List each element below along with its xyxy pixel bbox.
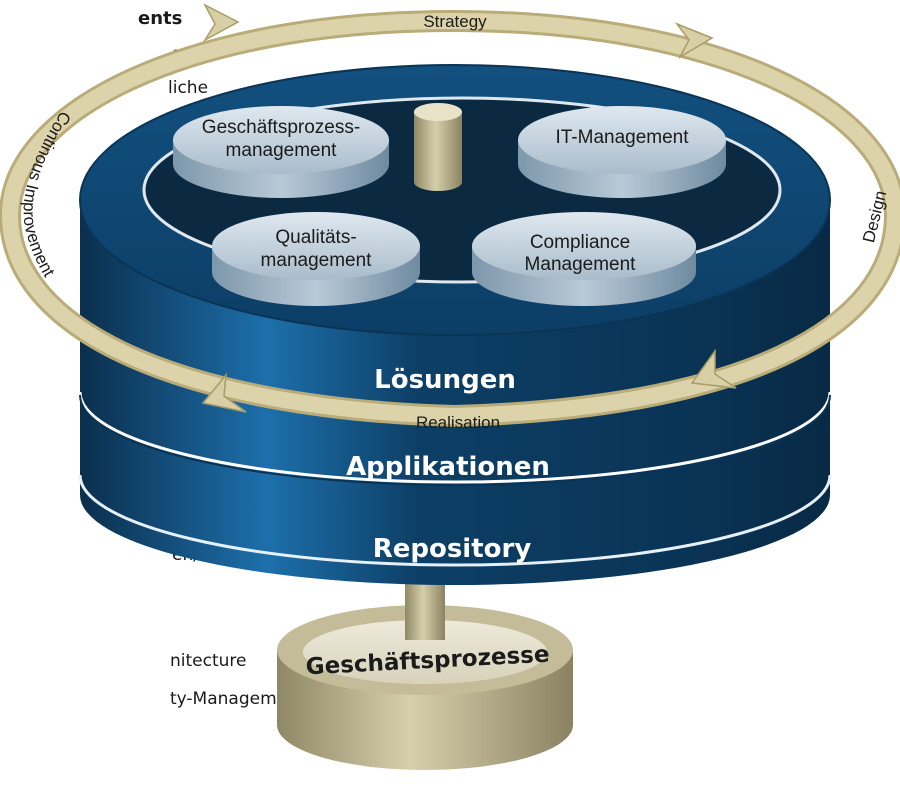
text-fragment-heading: ents <box>138 8 183 29</box>
base-pedestal <box>277 605 573 770</box>
cycle-arrow-icon <box>202 3 240 43</box>
layer-repository-label: Repository <box>373 534 532 564</box>
itm-label: IT-Management <box>555 127 689 148</box>
gpm-label-line2: management <box>226 140 338 161</box>
text-fragment: nitecture <box>170 651 247 671</box>
text-fragment: ty-Management. <box>170 689 310 709</box>
module-disc-cm <box>472 212 696 306</box>
text-fragment: liche <box>168 78 209 98</box>
gpm-label-line1: Geschäftsprozess- <box>202 117 360 138</box>
qm-label-line1: Qualitäts- <box>275 227 356 248</box>
realisation-label: Realisation <box>416 413 500 432</box>
cm-label-line2: Management <box>525 254 637 275</box>
module-disc-gpm <box>173 106 389 198</box>
strategy-label: Strategy <box>423 12 487 31</box>
layer-loesungen-label: Lösungen <box>374 365 516 395</box>
improvement-cycle-ring <box>0 9 900 428</box>
cycle-arrow-icon <box>690 348 737 389</box>
qm-label-line2: management <box>261 250 373 271</box>
module-disc-qm <box>212 212 420 306</box>
cycle-arrow-icon <box>674 22 714 60</box>
central-pole <box>414 103 462 191</box>
cm-label-line1: Compliance <box>530 232 630 253</box>
module-disc-itm <box>518 106 726 198</box>
cycle-arrow-icon <box>201 372 247 413</box>
layer-applikationen-label: Applikationen <box>346 452 550 482</box>
